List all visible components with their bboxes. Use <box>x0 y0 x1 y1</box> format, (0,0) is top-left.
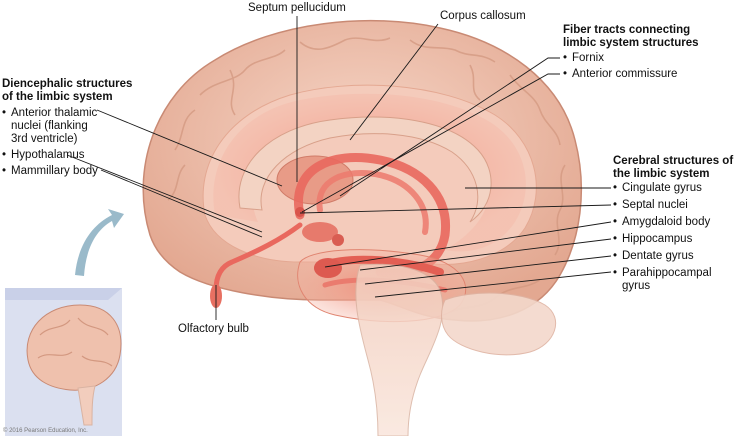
label-corpus-callosum: Corpus callosum <box>440 10 526 22</box>
cerebellum-shape <box>441 292 557 356</box>
fornix-tract-inner <box>316 170 429 235</box>
brainstem-shape <box>355 263 444 436</box>
pointer-arrow-icon <box>75 209 124 276</box>
label-cingulate-gyrus: Cingulate gyrus <box>613 182 712 195</box>
label-hippocampus: Hippocampus <box>613 233 712 246</box>
copyright-notice: © 2016 Pearson Education, Inc. <box>3 428 88 434</box>
label-anterior-thalamic-nuclei: Anterior thalamic nuclei (flanking 3rd v… <box>2 107 98 146</box>
diencephalic-heading: Diencephalic structures of the limbic sy… <box>2 78 133 103</box>
cerebral-list: Cingulate gyrus Septal nuclei Amygdaloid… <box>613 182 712 293</box>
corpus-callosum-shape <box>238 116 492 223</box>
fiber-tracts-list: Fornix Anterior commissure <box>563 52 677 81</box>
leader-lines <box>66 16 612 320</box>
label-amygdaloid-body: Amygdaloid body <box>613 216 712 229</box>
label-dentate-gyrus: Dentate gyrus <box>613 250 712 263</box>
amygdaloid-shape <box>314 258 342 278</box>
hypothalamus-shape <box>302 222 338 242</box>
label-anterior-commissure: Anterior commissure <box>563 68 677 81</box>
fiber-tracts-heading: Fiber tracts connecting limbic system st… <box>563 24 699 49</box>
label-parahippocampal-gyrus: Parahippocampal gyrus <box>613 267 712 293</box>
label-hypothalamus: Hypothalamus <box>2 149 98 162</box>
anterior-commissure-shape <box>295 207 305 217</box>
cerebral-heading: Cerebral structures of the limbic system <box>613 155 734 180</box>
diencephalic-list: Anterior thalamic nuclei (flanking 3rd v… <box>2 107 98 178</box>
label-olfactory-bulb: Olfactory bulb <box>178 323 249 335</box>
inset-brain <box>26 304 122 426</box>
label-septal-nuclei: Septal nuclei <box>613 199 712 212</box>
label-mammillary-body: Mammillary body <box>2 165 98 178</box>
olfactory-tract <box>213 222 303 293</box>
label-septum-pellucidum: Septum pellucidum <box>248 2 346 14</box>
label-fornix: Fornix <box>563 52 677 65</box>
mammillary-body-shape <box>332 234 344 246</box>
